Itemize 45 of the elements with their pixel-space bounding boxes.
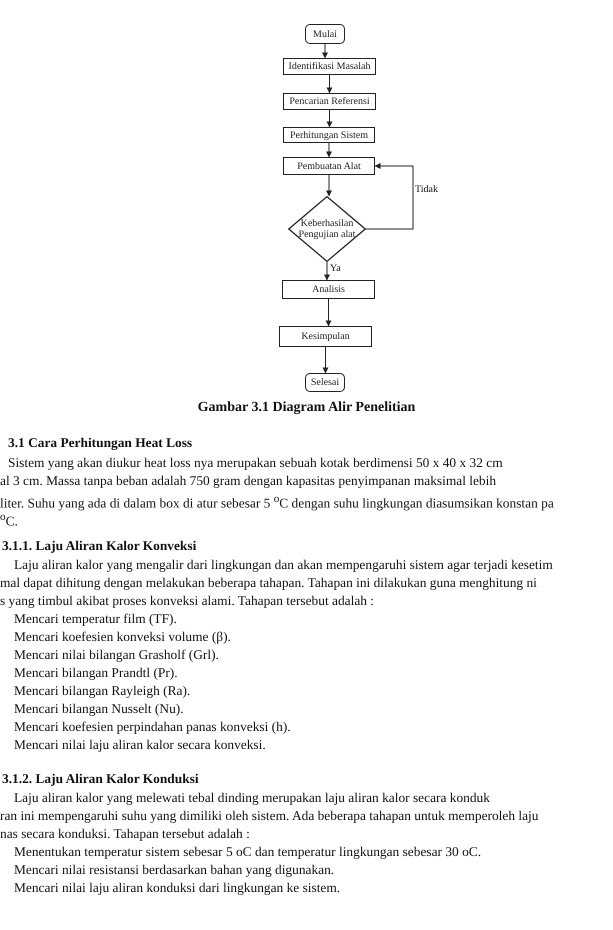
figure-caption: Gambar 3.1 Diagram Alir Penelitian (196, 400, 416, 416)
body-text: Laju aliran kalor yang mengalir dari lingkungan dan akan mempengaruhi sistem agar terjadi kesetim (14, 557, 553, 573)
list-item: Mencari koefesien konveksi volume (β). (14, 629, 231, 645)
body-text: ran ini mempengaruhi suhu yang dimiliki oleh sistem. Ada beberapa tahapan untuk memperoleh laju (0, 808, 538, 824)
list-item: Mencari nilai resistansi berdasarkan bahan yang digunakan. (14, 862, 334, 878)
body-text: $^{o}$C. (0, 510, 18, 530)
process-box: Pembuatan Alat (283, 157, 375, 175)
arrow (326, 74, 332, 94)
terminal-box: Selesai (305, 373, 345, 392)
list-item: Mencari nilai bilangan Grasholf (Grl). (14, 647, 219, 663)
arrow (324, 262, 330, 280)
arrow (322, 44, 328, 58)
body-text: nas secara konduksi. Tahapan tersebut adalah : (0, 826, 250, 842)
section-heading: 3.1.2. Laju Aliran Kalor Konduksi (2, 771, 199, 787)
list-item: Mencari temperatur film (TF). (14, 611, 177, 627)
process-box: Kesimpulan (279, 326, 372, 347)
process-box: Identifikasi Masalah (283, 58, 376, 75)
decision-diamond: Keberhasilan Pengujian alat (288, 196, 366, 262)
arrow (326, 174, 332, 196)
list-item: Menentukan temperatur sistem sebesar 5 oC dan temperatur lingkungan sebesar 30 oC. (14, 844, 482, 860)
body-text: mal dapat dihitung dengan melakukan beberapa tahapan. Tahapan ini dilakukan guna menghitung ni (0, 575, 537, 591)
list-item: Mencari bilangan Nusselt (Nu). (14, 701, 184, 717)
terminal-box: Mulai (305, 24, 345, 44)
process-box: Perhitungan Sistem (283, 127, 375, 143)
body-text: Sistem yang akan diukur heat loss nya merupakan sebuah kotak berdimensi 50 x 40 x 32 cm (8, 455, 503, 471)
arrow (326, 110, 332, 128)
arrow (366, 163, 414, 230)
body-text: s yang timbul akibat proses konveksi alami. Tahapan tersebut adalah : (0, 593, 374, 609)
section-heading: 3.1.1. Laju Aliran Kalor Konveksi (2, 538, 196, 554)
list-item: Mencari bilangan Prandtl (Pr). (14, 665, 178, 681)
process-box: Analisis (282, 280, 375, 299)
list-item: Mencari nilai laju aliran kalor secara konveksi. (14, 737, 266, 753)
arrow (326, 298, 332, 326)
arrow (326, 142, 332, 158)
edge-label: Ya (330, 263, 341, 274)
list-item: Mencari bilangan Rayleigh (Ra). (14, 683, 190, 699)
body-text: liter. Suhu yang ada di dalam box di atur sebesar 5 $^{o}$C dengan suhu lingkungan diasumsikan konstan pa (0, 492, 554, 512)
list-item: Mencari koefesien perpindahan panas konveksi (h). (14, 719, 291, 735)
section-heading: 3.1 Cara Perhitungan Heat Loss (8, 435, 192, 451)
arrow (322, 346, 328, 374)
process-box: Pencarian Referensi (283, 93, 376, 110)
edge-label: Tidak (415, 184, 438, 195)
list-item: Mencari nilai laju aliran konduksi dari lingkungan ke sistem. (14, 880, 340, 896)
body-text: al 3 cm. Massa tanpa beban adalah 750 gram dengan kapasitas penyimpanan maksimal lebih (0, 473, 496, 489)
body-text: Laju aliran kalor yang melewati tebal dinding merupakan laju aliran kalor secara konduk (14, 790, 490, 806)
